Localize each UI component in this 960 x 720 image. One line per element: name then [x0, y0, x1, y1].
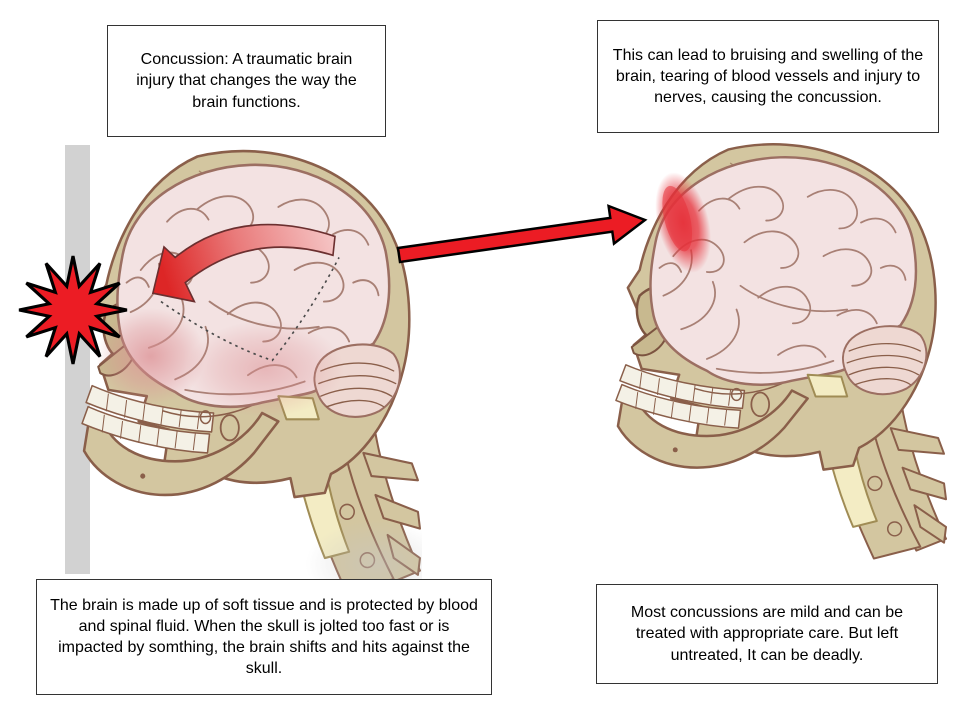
definition-text: Concussion: A traumatic brain injury tha…: [136, 51, 357, 111]
original-brain-position-dotted-outline: [160, 257, 340, 362]
prognosis-textbox: Most concussions are mild and can be tre…: [596, 584, 938, 684]
result-textbox: This can lead to bruising and swelling o…: [597, 20, 939, 133]
result-text: This can lead to bruising and swelling o…: [612, 46, 924, 107]
motion-fade: [305, 520, 422, 598]
prognosis-text: Most concussions are mild and can be tre…: [630, 604, 904, 664]
frontal-bruise-core: [662, 185, 693, 252]
skull-impact-illustration: [80, 149, 422, 598]
skull-bruise-illustration: [614, 143, 948, 560]
definition-textbox: Concussion: A traumatic brain injury tha…: [107, 25, 386, 137]
cause-textbox: The brain is made up of soft tissue and …: [36, 579, 492, 695]
mid-bruise-shading: [186, 320, 345, 418]
impact-burst-icon: [18, 255, 128, 365]
brain-shift-arrow-icon: [151, 223, 336, 303]
left-to-right-arrow-icon: [396, 204, 648, 264]
wall-bar: [65, 145, 90, 574]
front-bruise-shading: [96, 307, 206, 405]
cause-text: The brain is made up of soft tissue and …: [50, 596, 478, 678]
